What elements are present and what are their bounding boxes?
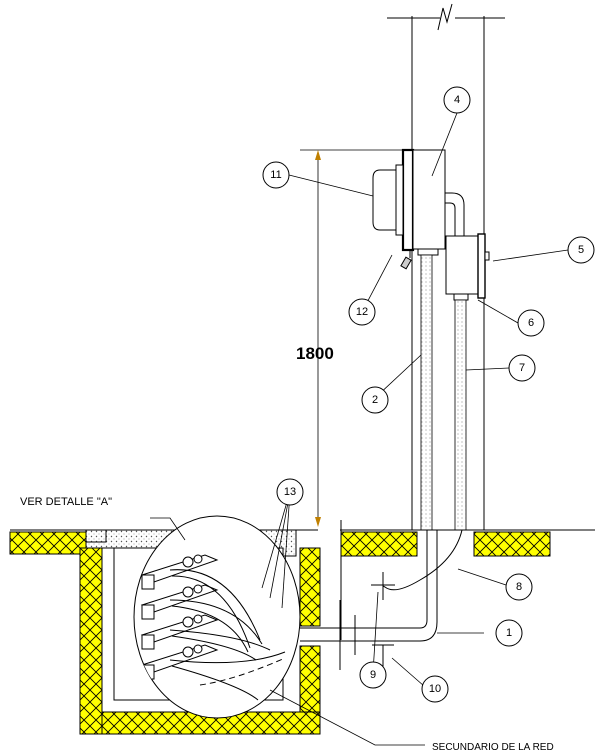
bus-bar-3 xyxy=(140,614,219,650)
svg-text:4: 4 xyxy=(454,94,460,106)
ground-wire xyxy=(382,529,463,591)
detail-label: VER DETALLE "A" xyxy=(20,496,112,508)
ground-slabs xyxy=(9,520,595,640)
callout-12: 12 xyxy=(348,298,376,326)
svg-text:11: 11 xyxy=(270,169,281,181)
bus-bar-1 xyxy=(140,554,219,590)
svg-text:7: 7 xyxy=(519,362,525,374)
detail-circle xyxy=(133,515,301,719)
meter-box xyxy=(401,148,446,256)
svg-text:9: 9 xyxy=(370,669,376,681)
conduit-7 xyxy=(454,299,467,531)
entry-conduit xyxy=(300,530,438,670)
callout-2: 2 xyxy=(361,386,389,414)
callout-11: 11 xyxy=(262,161,290,189)
leader-lines xyxy=(150,112,569,746)
callout-6: 6 xyxy=(517,309,545,337)
svg-text:12: 12 xyxy=(356,306,368,318)
callout-10: 10 xyxy=(421,675,449,703)
svg-text:2: 2 xyxy=(372,394,378,406)
callout-5: 5 xyxy=(567,236,595,264)
breaker-box xyxy=(445,233,490,301)
svg-text:5: 5 xyxy=(578,244,584,256)
lead-seal xyxy=(400,250,412,270)
svg-text:13: 13 xyxy=(284,486,296,498)
dimension-1800: 1800 xyxy=(296,149,412,527)
svg-text:6: 6 xyxy=(528,317,534,329)
svg-text:10: 10 xyxy=(429,683,441,695)
dimension-value: 1800 xyxy=(296,344,334,363)
callout-7: 7 xyxy=(508,354,536,382)
callout-8: 8 xyxy=(505,573,533,601)
svg-text:8: 8 xyxy=(516,581,522,593)
meter xyxy=(372,164,404,236)
bus-bar-2 xyxy=(140,584,219,620)
svg-text:1: 1 xyxy=(506,627,512,639)
elbow-conduit xyxy=(445,192,465,236)
callout-4: 4 xyxy=(443,86,471,114)
callout-1: 1 xyxy=(495,619,523,647)
callout-9: 9 xyxy=(359,661,387,689)
callout-13: 13 xyxy=(276,478,304,506)
cables xyxy=(169,569,286,701)
secondary-label: SECUNDARIO DE LA RED xyxy=(432,742,554,753)
conduit-2 xyxy=(420,254,433,531)
